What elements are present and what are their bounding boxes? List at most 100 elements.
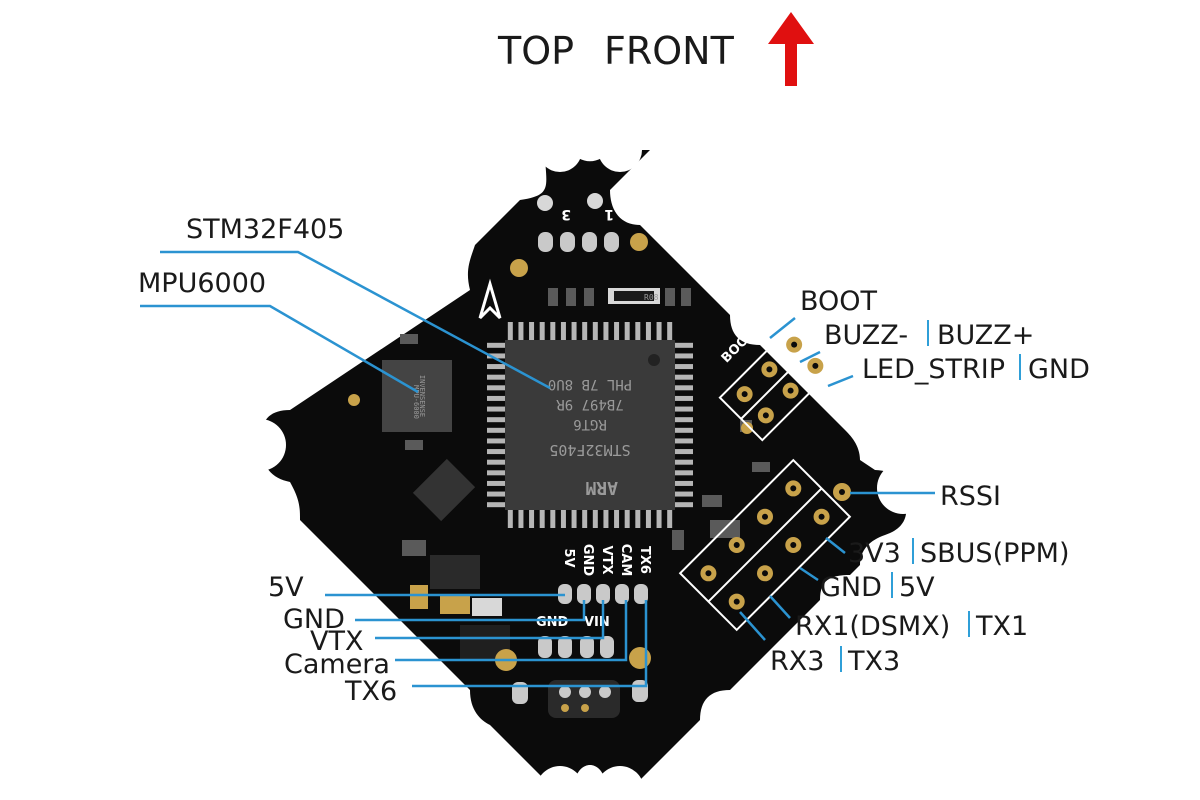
mcu-pin (624, 322, 630, 340)
mcu-pin (529, 510, 535, 528)
mcu-pin (571, 510, 577, 528)
mcu-pin (487, 480, 505, 486)
mcu-pin (550, 322, 556, 340)
label-left-gnd: GND (283, 604, 345, 635)
label-rx3: RX3 (770, 646, 824, 677)
mcu-pin (550, 510, 556, 528)
mcu-pin (656, 322, 662, 340)
label-buzz-minus: BUZZ- (824, 320, 908, 351)
mcu-pin (675, 449, 693, 455)
mcu-pin (592, 322, 598, 340)
label-rssi: RSSI (940, 481, 1001, 512)
mcu-pin (487, 374, 505, 380)
silk-row-gnd: GND (580, 544, 595, 577)
mcu-pin (529, 322, 535, 340)
label-buzz-plus: BUZZ+ (937, 320, 1034, 351)
imu-line2: MPU-6000 (412, 385, 420, 419)
mcu-pin (667, 322, 673, 340)
silk-gnd: GND (536, 615, 569, 630)
label-left-camera: Camera (284, 649, 390, 680)
mcu-pin (675, 480, 693, 486)
label-stm32: STM32F405 (186, 214, 344, 245)
label-tx3: TX3 (847, 646, 900, 677)
mcu-pin (487, 417, 505, 423)
mcu-pin (487, 395, 505, 401)
label-gnd-right: GND (1028, 354, 1090, 385)
mcu-pin (487, 438, 505, 444)
mcu-pin (614, 510, 620, 528)
resistor-marking: R08 (644, 293, 659, 302)
label-left-tx6: TX6 (344, 676, 397, 707)
separator-bar (968, 611, 970, 637)
mcu-pin (675, 459, 693, 465)
silk-num-1: 1 (604, 206, 614, 222)
separator-bar (840, 646, 842, 672)
mcu-pin (675, 342, 693, 348)
mcu-pin (645, 510, 651, 528)
mcu-pin (518, 510, 524, 528)
mcu-pin (675, 364, 693, 370)
label-boot: BOOT (800, 286, 878, 317)
smd-components: R08 (348, 288, 770, 718)
mcu-pin (675, 427, 693, 433)
right-upper-header (718, 318, 842, 442)
mcu-pin (518, 322, 524, 340)
leader-lines (140, 250, 935, 688)
mcu-pin (582, 322, 588, 340)
mcu-pin (487, 427, 505, 433)
mcu-pin (667, 510, 673, 528)
title-front: FRONT (604, 29, 735, 73)
label-gnd-mid: GND (820, 572, 882, 603)
mcu-pin (675, 438, 693, 444)
label-rx1: RX1(DSMX) (795, 611, 950, 642)
mcu-pin (487, 406, 505, 412)
mcu-pin (539, 322, 545, 340)
mcu-pin (487, 342, 505, 348)
mcu-pin (507, 322, 513, 340)
label-led-strip: LED_STRIP (862, 354, 1005, 385)
mcu-pin (675, 395, 693, 401)
mcu-pin (487, 459, 505, 465)
mcu-pin (603, 510, 609, 528)
mcu-pin (675, 470, 693, 476)
silk-num-3: 3 (561, 206, 571, 222)
mcu-pin (487, 470, 505, 476)
separator-bar (1019, 354, 1021, 380)
label-left-vtx: VTX (310, 626, 363, 657)
silk-vin: VIN (584, 615, 610, 630)
mcu-pin (675, 385, 693, 391)
mcu-pin (487, 353, 505, 359)
mcu-pin (487, 502, 505, 508)
mcu-pin (487, 364, 505, 370)
mcu-pin (675, 374, 693, 380)
bottom-pad-row: 5V GND VTX CAM TX6 (558, 544, 652, 604)
label-mpu: MPU6000 (138, 268, 266, 299)
mcu-pin (675, 491, 693, 497)
mcu-pin (487, 491, 505, 497)
label-left-5v: 5V (268, 572, 304, 603)
mcu-pin (592, 510, 598, 528)
mcu-line2: RGT6 (573, 416, 607, 432)
mcu-pin (614, 322, 620, 340)
mcu-pin (539, 510, 545, 528)
separator-bar (927, 320, 929, 346)
top-pad-group: 3 1 (510, 193, 648, 277)
mcu-pin (571, 322, 577, 340)
mcu-chip: STM32F405 RGT6 7B497 9R PHL 7B 8U0 ARM (487, 322, 693, 528)
mcu-pin (487, 385, 505, 391)
small-ic (412, 458, 476, 522)
mcu-pin (645, 322, 651, 340)
separator-bar (891, 572, 893, 598)
silk-5v: 5V (561, 548, 576, 567)
board-direction-arrow-icon (478, 278, 502, 320)
mcu-pin (635, 510, 641, 528)
label-sbus: SBUS(PPM) (920, 538, 1070, 569)
mcu-line1: STM32F405 (549, 441, 630, 459)
mcu-pin (487, 449, 505, 455)
mcu-pin (560, 510, 566, 528)
mcu-pin (675, 406, 693, 412)
mcu-pin (656, 510, 662, 528)
label-5v-mid: 5V (899, 572, 935, 603)
silk-cam: CAM (618, 544, 633, 577)
